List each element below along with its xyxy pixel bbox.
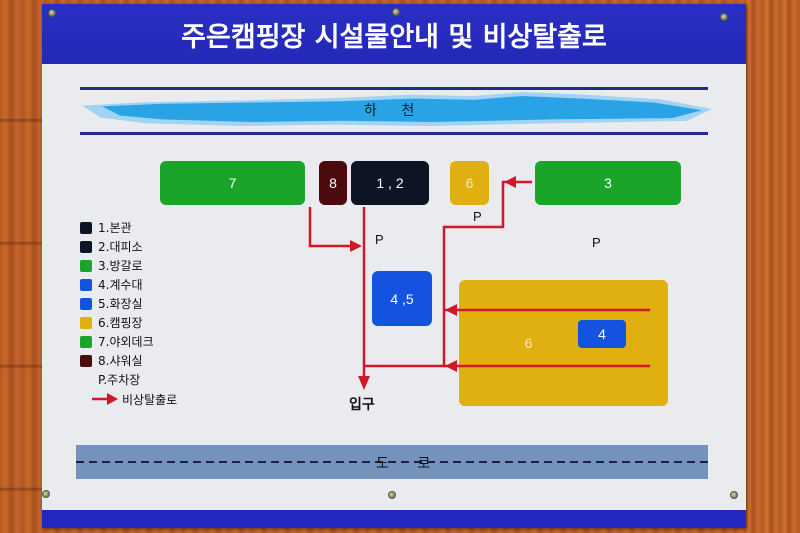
- legend-label: 5.화장실: [98, 297, 143, 311]
- screw-icon: [392, 8, 400, 16]
- parking-label: P: [473, 209, 482, 224]
- road: 도 로: [76, 445, 708, 479]
- legend: 1.본관 2.대피소 3.방갈로 4.계수대 5.화장실 6.캠핑장 7.야외데…: [80, 218, 177, 409]
- evacuation-routes: [308, 176, 650, 390]
- legend-item: 2.대피소: [80, 237, 177, 256]
- legend-item: 8.샤워실: [80, 351, 177, 370]
- legend-swatch: [80, 259, 92, 272]
- parking-label: P: [375, 232, 384, 247]
- bottom-bar: [42, 510, 746, 528]
- block-bungalow: 3: [535, 161, 681, 205]
- legend-item: 7.야외데크: [80, 332, 177, 351]
- legend-swatch: [80, 335, 92, 348]
- legend-swatch: [80, 316, 92, 329]
- legend-swatch: [80, 278, 92, 291]
- block-label: 3: [604, 175, 612, 191]
- block-label: 1 , 2: [376, 175, 404, 191]
- block-main-building-shelter: 1 , 2: [351, 161, 429, 205]
- campground-sign: 주은캠핑장 시설물안내 및 비상탈출로 하 천 7 8 1 , 2 6 3 4 …: [42, 4, 746, 528]
- legend-parking: P.주차장: [80, 370, 177, 389]
- block-outdoor-deck: 7: [160, 161, 305, 205]
- road-centerline: [76, 461, 708, 463]
- river-label: 하 천: [364, 103, 425, 119]
- river-bank-bottom: [80, 132, 708, 135]
- legend-item: 4.계수대: [80, 275, 177, 294]
- legend-label: 7.야외데크: [98, 335, 154, 349]
- legend-label: 8.샤워실: [98, 354, 143, 368]
- legend-item: 5.화장실: [80, 294, 177, 313]
- screw-icon: [48, 9, 56, 17]
- block-campsite-small: 6: [450, 161, 489, 205]
- river-bank-top: [80, 87, 708, 90]
- legend-label: 1.본관: [98, 221, 132, 235]
- screw-icon: [730, 491, 738, 499]
- legend-swatch: [80, 240, 92, 253]
- legend-label: 4.계수대: [98, 278, 143, 292]
- road-label: 도 로: [376, 456, 443, 472]
- sign-title: 주은캠핑장 시설물안내 및 비상탈출로: [181, 21, 607, 53]
- legend-evacuation: 비상탈출로: [80, 389, 177, 409]
- block-label: 4: [598, 326, 606, 342]
- screw-icon: [42, 490, 50, 498]
- block-washstand-restroom: 4 ,5: [372, 271, 432, 326]
- legend-label: 비상탈출로: [122, 392, 178, 407]
- legend-label: 6.캠핑장: [98, 316, 143, 330]
- red-arrow-icon: [92, 393, 118, 405]
- block-label: 8: [329, 175, 337, 191]
- block-label: 7: [228, 175, 237, 191]
- block-campsite-large: 6: [459, 280, 668, 406]
- screw-icon: [388, 491, 396, 499]
- legend-swatch: [80, 221, 92, 234]
- block-label: 6: [465, 175, 474, 191]
- block-label: 6: [524, 335, 533, 351]
- legend-swatch: [80, 297, 92, 310]
- legend-label: P.주차장: [98, 373, 141, 387]
- parking-label: P: [592, 235, 601, 250]
- block-shower-room: 8: [319, 161, 347, 205]
- entrance-label: 입구: [349, 397, 375, 413]
- block-washstand-inner: 4: [578, 320, 626, 348]
- screw-icon: [720, 13, 728, 21]
- legend-item: 6.캠핑장: [80, 313, 177, 332]
- legend-item: 1.본관: [80, 218, 177, 237]
- block-label: 4 ,5: [390, 290, 414, 307]
- legend-item: 3.방갈로: [80, 256, 177, 275]
- legend-label: 2.대피소: [98, 240, 143, 254]
- legend-label: 3.방갈로: [98, 259, 143, 273]
- legend-swatch: [80, 354, 92, 367]
- wood-wall: [745, 0, 800, 533]
